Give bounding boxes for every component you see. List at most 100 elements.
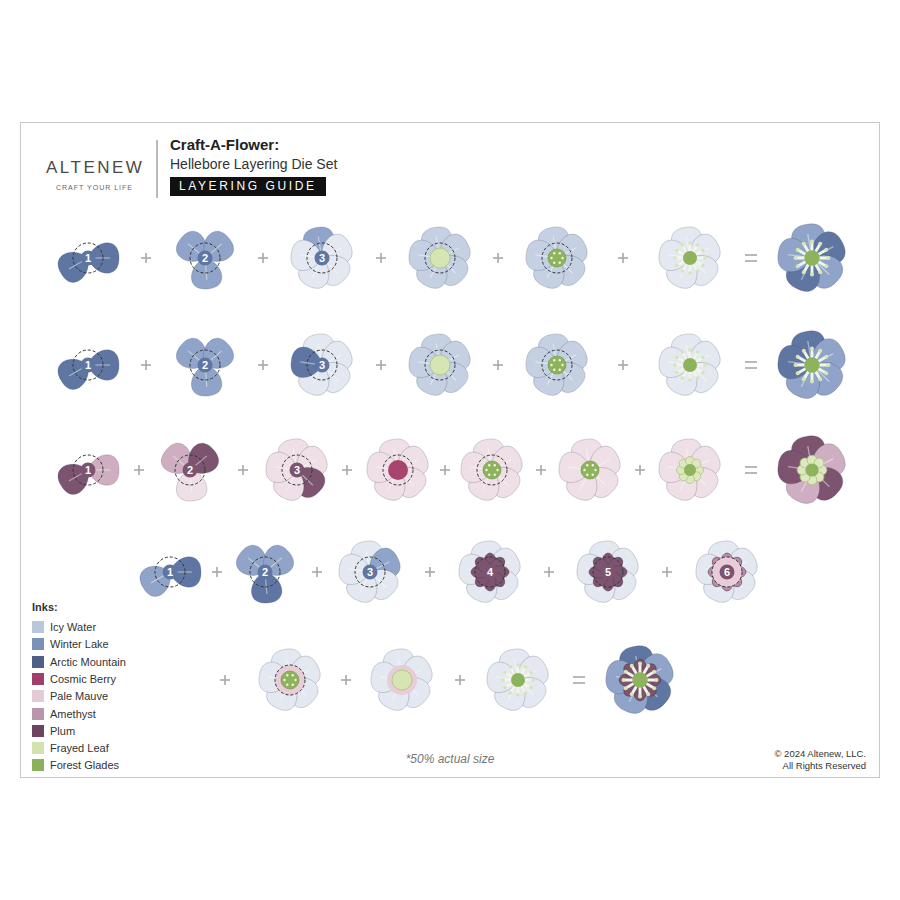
flower-part bbox=[675, 249, 679, 253]
die-marker bbox=[282, 455, 312, 485]
flower-part bbox=[810, 380, 814, 384]
die-marker bbox=[355, 557, 385, 587]
petal-vein bbox=[205, 263, 206, 280]
flower-layer bbox=[264, 437, 331, 505]
petal bbox=[136, 559, 178, 601]
flower-part bbox=[54, 457, 96, 499]
flower-part bbox=[675, 356, 679, 360]
flower-layer bbox=[459, 437, 526, 505]
equals-sign bbox=[745, 466, 757, 468]
flower-layer bbox=[485, 647, 552, 715]
plus-sign bbox=[622, 253, 624, 263]
equals-sign bbox=[573, 676, 585, 678]
die-marker bbox=[190, 243, 220, 273]
flower-part bbox=[683, 251, 697, 265]
flower-part bbox=[586, 474, 588, 476]
petal-vein bbox=[190, 475, 191, 492]
die-marker bbox=[275, 665, 305, 695]
flower-part bbox=[701, 249, 705, 253]
flower-part bbox=[652, 670, 656, 674]
flower-part bbox=[630, 664, 634, 668]
flower-part bbox=[655, 678, 659, 682]
guide-band: LAYERING GUIDE bbox=[170, 177, 326, 196]
flower-part bbox=[54, 352, 96, 394]
number-disc bbox=[198, 358, 213, 373]
petal-vein bbox=[300, 255, 317, 257]
petal bbox=[54, 457, 96, 499]
callout-number: 2 bbox=[202, 253, 208, 264]
flower-part bbox=[531, 678, 535, 682]
flower-part bbox=[430, 248, 450, 268]
flower-layer bbox=[231, 540, 298, 604]
callout-number: 2 bbox=[262, 567, 268, 578]
flower-part bbox=[509, 665, 513, 669]
petal-vein bbox=[188, 351, 201, 362]
number-disc bbox=[81, 358, 96, 373]
flower-part bbox=[255, 540, 298, 583]
flower-part bbox=[559, 252, 561, 254]
number-disc bbox=[483, 565, 498, 580]
flower-part bbox=[516, 663, 520, 667]
petal bbox=[180, 438, 223, 481]
flower-part bbox=[630, 692, 634, 696]
legend-swatch bbox=[32, 690, 44, 702]
callout-number: 6 bbox=[724, 567, 730, 578]
flower-layer bbox=[776, 328, 850, 403]
flower-part bbox=[703, 363, 707, 367]
flower-part bbox=[805, 463, 818, 476]
equals-sign bbox=[745, 260, 757, 262]
flower-part bbox=[494, 464, 496, 466]
flower-part bbox=[804, 357, 819, 372]
flower-part bbox=[681, 269, 685, 273]
flower-part bbox=[286, 684, 288, 686]
flower-part bbox=[818, 349, 822, 353]
plus-sign bbox=[548, 567, 550, 577]
flower-part bbox=[509, 691, 513, 695]
flower-part bbox=[824, 264, 828, 268]
flower-layer bbox=[257, 647, 324, 715]
flower-part bbox=[294, 679, 296, 681]
flower-part bbox=[561, 364, 563, 366]
callout-number: 3 bbox=[319, 360, 325, 371]
legend-swatch bbox=[32, 673, 44, 685]
flower-part bbox=[703, 256, 707, 260]
number-disc bbox=[315, 251, 330, 266]
number-disc bbox=[183, 463, 198, 478]
flower-part bbox=[827, 256, 831, 260]
flower-part bbox=[592, 474, 594, 476]
flower-part bbox=[810, 273, 814, 277]
flower-part bbox=[675, 371, 679, 375]
flower-part bbox=[494, 474, 496, 476]
flower-part bbox=[802, 377, 806, 381]
callout-number: 1 bbox=[167, 567, 173, 578]
callout-number: 1 bbox=[85, 253, 91, 264]
flower-part bbox=[673, 363, 677, 367]
flower-part bbox=[503, 671, 507, 675]
equals-sign bbox=[745, 361, 757, 363]
brand-tagline: CRAFT YOUR LIFE bbox=[56, 184, 133, 191]
flower-part bbox=[553, 369, 555, 371]
flower-layer bbox=[457, 539, 524, 607]
flower-layer bbox=[369, 647, 436, 715]
petal-vein bbox=[175, 571, 192, 572]
flower-layer bbox=[289, 332, 356, 400]
callout-number: 4 bbox=[487, 567, 493, 578]
flower-layer bbox=[657, 332, 724, 400]
flower-part bbox=[488, 464, 490, 466]
flower-part bbox=[581, 461, 599, 479]
legend-text: Frayed Leaf bbox=[50, 741, 109, 755]
flower-part bbox=[810, 347, 814, 351]
flower-part bbox=[673, 256, 677, 260]
legend-text: Forest Glades bbox=[50, 758, 119, 772]
flower-part bbox=[681, 350, 685, 354]
flower-part bbox=[388, 460, 408, 480]
callout-number: 2 bbox=[202, 360, 208, 371]
plus-sign bbox=[380, 360, 382, 370]
flower-part bbox=[688, 378, 692, 382]
die-marker bbox=[593, 557, 623, 587]
flower-layer bbox=[171, 226, 238, 290]
number-disc bbox=[290, 463, 305, 478]
flower-part bbox=[818, 242, 822, 246]
flower-part bbox=[794, 256, 798, 260]
legend-swatch bbox=[32, 656, 44, 668]
